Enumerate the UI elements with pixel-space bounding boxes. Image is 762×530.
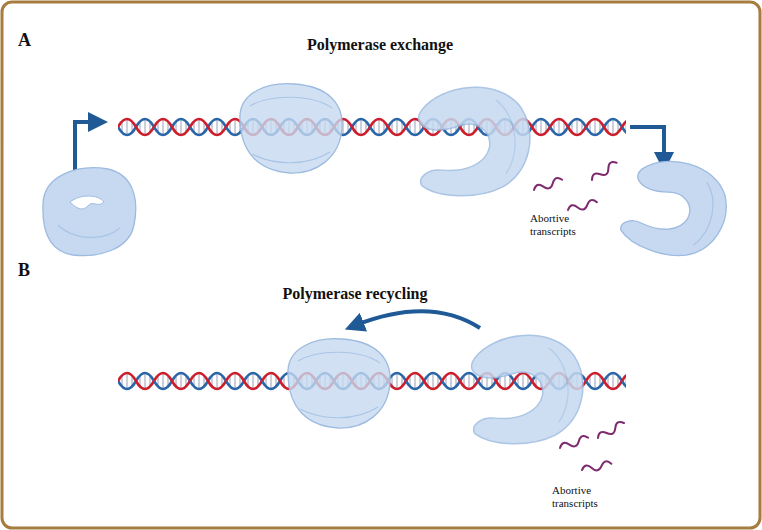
annotation-text: Abortive transcripts xyxy=(552,484,614,509)
transcript-squiggle xyxy=(581,460,612,473)
transcript-squiggle xyxy=(559,434,590,451)
entry-arrow xyxy=(75,122,96,172)
annotation-text: Abortive transcripts xyxy=(530,212,592,237)
transcript-squiggle xyxy=(596,420,625,441)
recycling-arrow xyxy=(356,311,480,328)
bound-polymerase xyxy=(240,84,342,173)
dna-helix xyxy=(118,107,626,147)
panel-letter: A xyxy=(18,30,58,51)
transcript-squiggle xyxy=(590,160,619,183)
panel-letter: B xyxy=(18,260,58,281)
panel-title: Polymerase exchange xyxy=(230,36,530,54)
releasing-polymerase xyxy=(409,80,538,202)
transcript-squiggle xyxy=(567,199,598,214)
released-polymerase xyxy=(617,153,734,265)
panel-title: Polymerase recycling xyxy=(205,285,505,303)
bound-polymerase xyxy=(288,339,390,428)
exit-arrow xyxy=(630,127,664,160)
transcript-squiggle xyxy=(533,176,564,193)
free-polymerase xyxy=(43,168,136,256)
releasing-polymerase xyxy=(462,328,591,450)
